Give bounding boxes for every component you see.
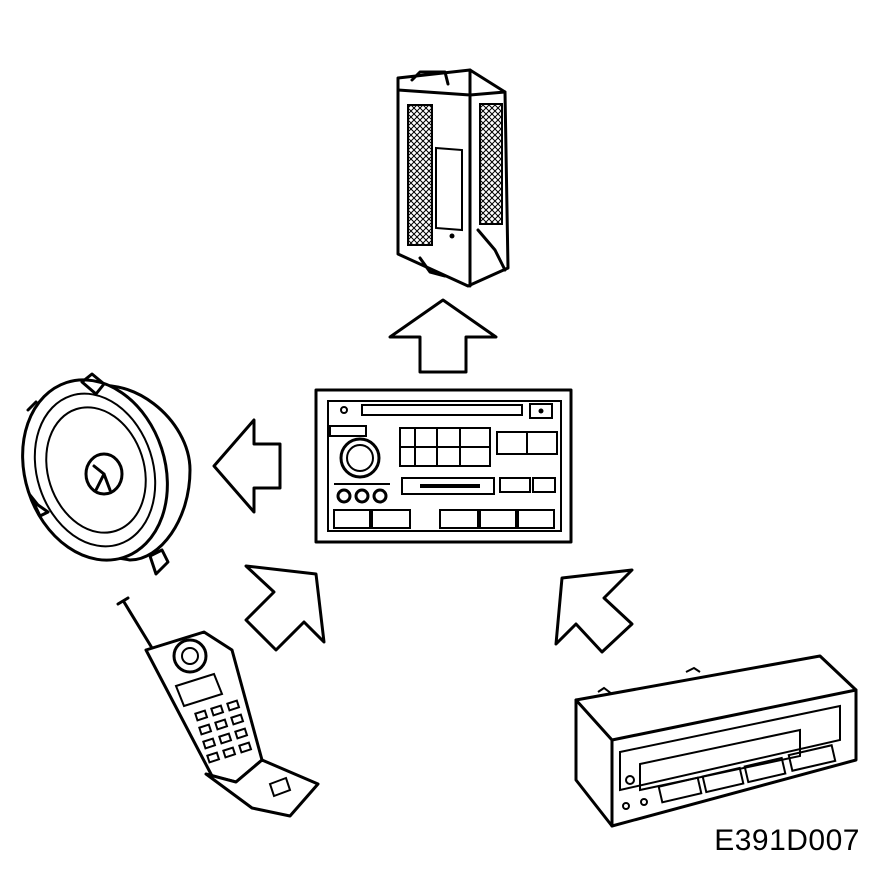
figure-reference-code: E391D007: [714, 824, 860, 857]
mobile-phone-icon: [116, 596, 320, 818]
arrow-up-left-from-display: [554, 568, 634, 654]
dashboard-display-icon: [574, 654, 858, 828]
arrow-up: [388, 298, 498, 374]
car-radio-icon: [314, 388, 573, 544]
phone-keypad: [194, 699, 253, 764]
cd-changer-icon: [396, 68, 510, 288]
arrow-left: [212, 418, 282, 514]
arrow-up-right-from-phone: [244, 564, 326, 652]
loudspeaker-icon: [21, 372, 192, 576]
